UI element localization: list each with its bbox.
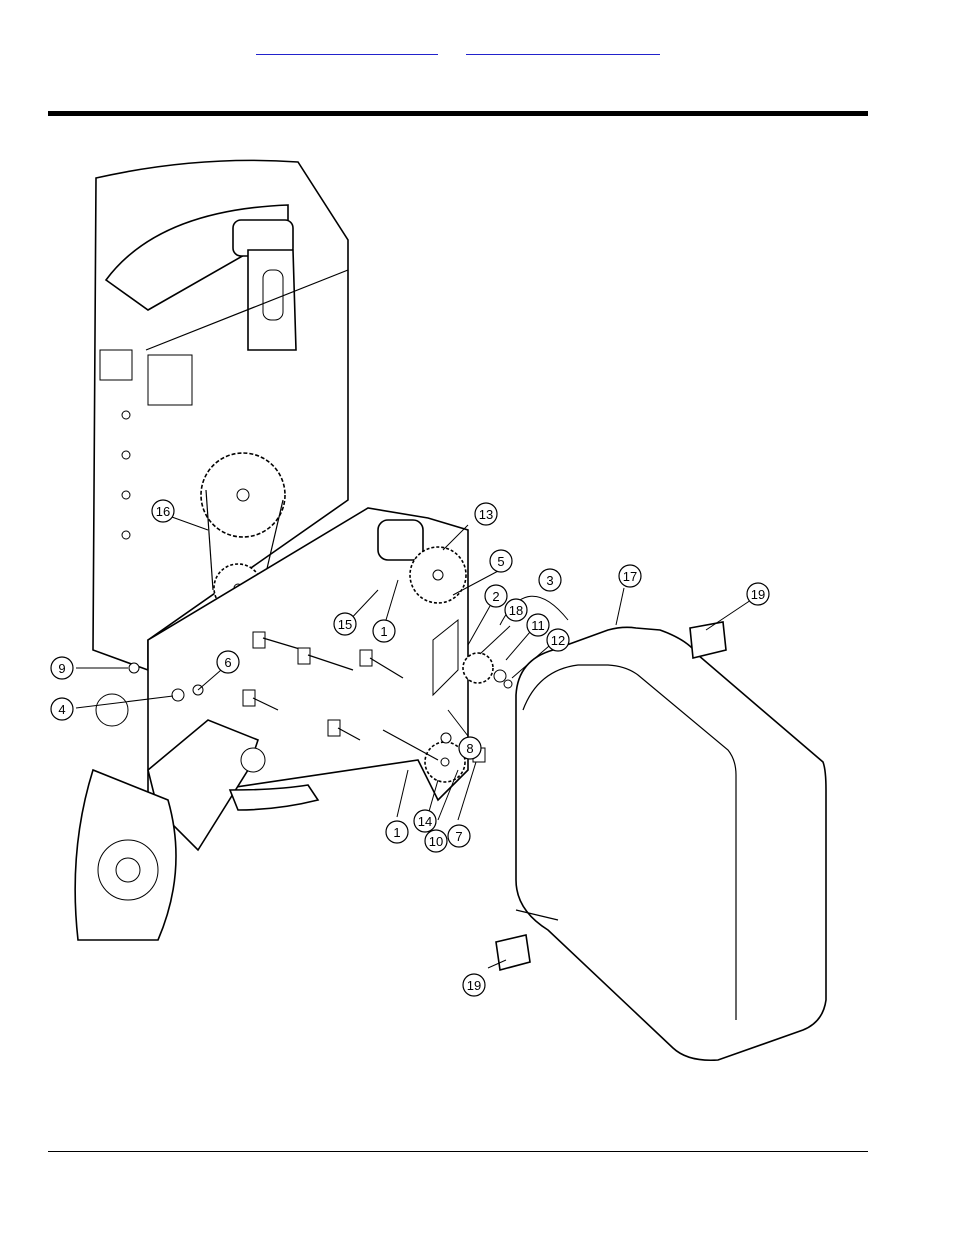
header-rule	[48, 111, 868, 116]
callout-14-label: 14	[418, 814, 432, 829]
callout-15-label: 15	[338, 617, 352, 632]
callout-4: 4	[51, 698, 73, 720]
small-plate	[100, 350, 132, 380]
callout-6-label: 6	[224, 655, 231, 670]
callout-2-label: 2	[492, 589, 499, 604]
callout-19-lower: 19	[463, 974, 485, 996]
washer	[504, 680, 512, 688]
callout-10-label: 10	[429, 834, 443, 849]
callout-14: 14	[414, 810, 436, 832]
callout-6: 6	[217, 651, 239, 673]
callout-5-label: 5	[497, 554, 504, 569]
knob-lower	[496, 935, 530, 970]
callout-3-label: 3	[546, 573, 553, 588]
callout-19-upper-label: 19	[751, 587, 765, 602]
round-port	[96, 694, 128, 726]
hole	[122, 491, 130, 499]
callout-7: 7	[448, 825, 470, 847]
callout-13-label: 13	[479, 507, 493, 522]
sprocket-18	[463, 653, 493, 683]
nut	[441, 733, 451, 743]
callout-11: 11	[527, 614, 549, 636]
callout-12: 12	[547, 629, 569, 651]
callout-1-lower: 1	[386, 821, 408, 843]
callout-11-label: 11	[531, 618, 545, 633]
header-link-2[interactable]	[466, 38, 660, 55]
callout-7-label: 7	[455, 829, 462, 844]
callout-3: 3	[539, 569, 561, 591]
callout-12-label: 12	[551, 633, 565, 648]
callout-16: 16	[152, 500, 174, 522]
sprocket-hub	[441, 758, 449, 766]
wheel-center	[116, 858, 140, 882]
callout-17-label: 17	[623, 569, 637, 584]
callout-8: 8	[459, 737, 481, 759]
callout-10: 10	[425, 830, 447, 852]
drive-cover	[516, 627, 826, 1060]
callout-18: 18	[505, 599, 527, 621]
bolt-head	[253, 632, 265, 648]
footer-rule	[48, 1151, 868, 1152]
callout-1-lower-label: 1	[393, 825, 400, 840]
knob-upper	[690, 622, 726, 658]
bearing-block	[378, 520, 423, 560]
header-link-1[interactable]	[256, 38, 438, 55]
callout-16-label: 16	[156, 504, 170, 519]
callout-9: 9	[51, 657, 73, 679]
bracket-slot	[263, 270, 283, 320]
callout-17: 17	[619, 565, 641, 587]
callout-4-label: 4	[58, 702, 65, 717]
leader	[468, 606, 490, 645]
pivot	[241, 748, 265, 772]
callout-15: 15	[334, 613, 356, 635]
callout-9-label: 9	[58, 661, 65, 676]
bolt-head	[298, 648, 310, 664]
sprocket-hub	[237, 489, 249, 501]
callout-1-upper-label: 1	[380, 624, 387, 639]
hole	[122, 451, 130, 459]
leader	[480, 626, 510, 654]
callout-5: 5	[490, 550, 512, 572]
callout-8-label: 8	[466, 741, 473, 756]
fitting-9	[129, 663, 139, 673]
callout-2: 2	[485, 585, 507, 607]
hole	[122, 531, 130, 539]
washer	[494, 670, 506, 682]
sprocket-hub	[433, 570, 443, 580]
callout-1-upper: 1	[373, 620, 395, 642]
callout-13: 13	[475, 503, 497, 525]
drawing-art	[75, 160, 826, 1060]
spring	[230, 785, 318, 810]
leader	[616, 588, 624, 625]
callout-19-lower-label: 19	[467, 978, 481, 993]
callout-19-upper: 19	[747, 583, 769, 605]
hole	[122, 411, 130, 419]
callout-18-label: 18	[509, 603, 523, 618]
fitting-4	[172, 689, 184, 701]
label-plate	[148, 355, 192, 405]
parts-diagram: 16 13 5 3 17 19 2 18	[48, 150, 838, 1070]
leader	[397, 770, 408, 817]
